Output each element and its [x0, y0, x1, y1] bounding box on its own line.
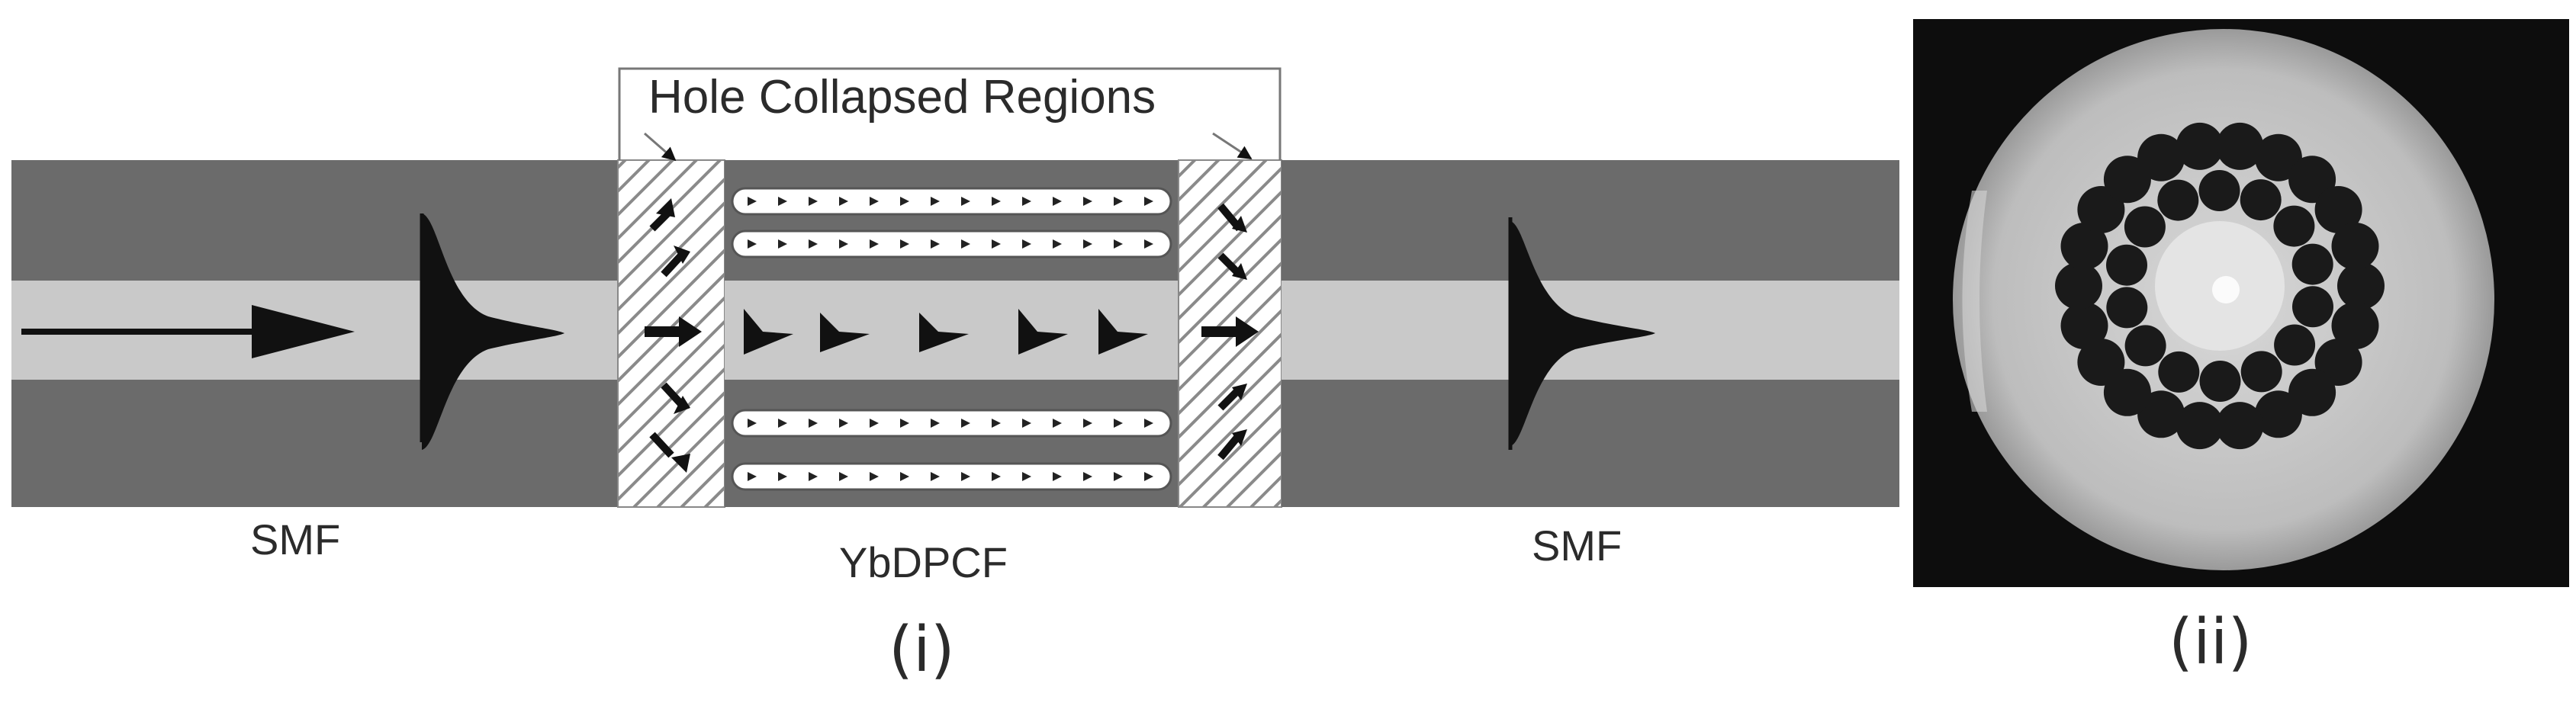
air-hole	[2158, 351, 2200, 393]
air-hole	[2199, 361, 2241, 402]
air-hole	[2198, 170, 2240, 211]
right-smf-fiber	[1282, 160, 1899, 507]
core-mini-pulses	[744, 309, 1148, 355]
panel-i	[11, 67, 1899, 508]
air-hole	[2106, 287, 2148, 329]
air-hole-dots	[748, 197, 1153, 481]
panel-ii-photo	[1913, 19, 2569, 587]
air-hole	[2331, 222, 2379, 270]
air-hole	[2314, 186, 2362, 233]
right-collapsed-arrows	[1201, 203, 1259, 461]
core-bright-spot	[2212, 276, 2240, 303]
air-hole	[2292, 286, 2333, 328]
air-hole	[2176, 122, 2224, 170]
air-hole	[2337, 262, 2385, 310]
left-propagation-arrow	[21, 305, 355, 358]
air-hole	[2176, 402, 2224, 450]
hole-collapsed-regions-label: Hole Collapsed Regions	[648, 71, 1156, 124]
air-hole	[2240, 179, 2282, 221]
air-hole	[2254, 133, 2302, 181]
air-hole	[2273, 205, 2315, 247]
air-hole	[2060, 302, 2108, 350]
air-hole	[2055, 262, 2102, 310]
air-hole	[2157, 179, 2199, 221]
input-pulse	[420, 213, 564, 450]
air-hole	[2137, 133, 2185, 181]
air-hole-ring	[2055, 122, 2385, 450]
panel-ii-caption: (ii)	[2169, 606, 2253, 679]
right-smf-label: SMF	[1532, 522, 1622, 570]
air-hole	[2124, 206, 2166, 248]
left-smf-label: SMF	[250, 515, 341, 563]
ybdpcf-fiber	[725, 160, 1179, 507]
air-hole	[2240, 351, 2282, 393]
left-smf-fiber	[11, 160, 618, 507]
air-hole	[2103, 156, 2151, 204]
ybdpcf-label: YbDPCF	[839, 538, 1008, 586]
left-collapsed-arrows	[645, 198, 702, 473]
air-hole	[2291, 243, 2333, 285]
air-hole	[2331, 302, 2379, 350]
air-hole	[2124, 325, 2166, 367]
output-pulse	[1508, 217, 1655, 450]
air-hole	[2106, 244, 2147, 286]
fiber-flat-edge	[1962, 191, 1987, 412]
air-hole	[2274, 324, 2316, 366]
air-hole	[2288, 368, 2336, 416]
air-hole-rows	[731, 187, 1172, 491]
air-hole	[2254, 390, 2302, 438]
air-hole	[2216, 122, 2264, 170]
panel-i-caption: (i)	[889, 614, 955, 686]
air-hole	[2060, 222, 2108, 270]
air-hole	[2216, 402, 2264, 450]
air-hole	[2137, 390, 2185, 438]
air-hole	[2077, 339, 2125, 386]
collapsed-regions-bracket	[618, 67, 1282, 162]
